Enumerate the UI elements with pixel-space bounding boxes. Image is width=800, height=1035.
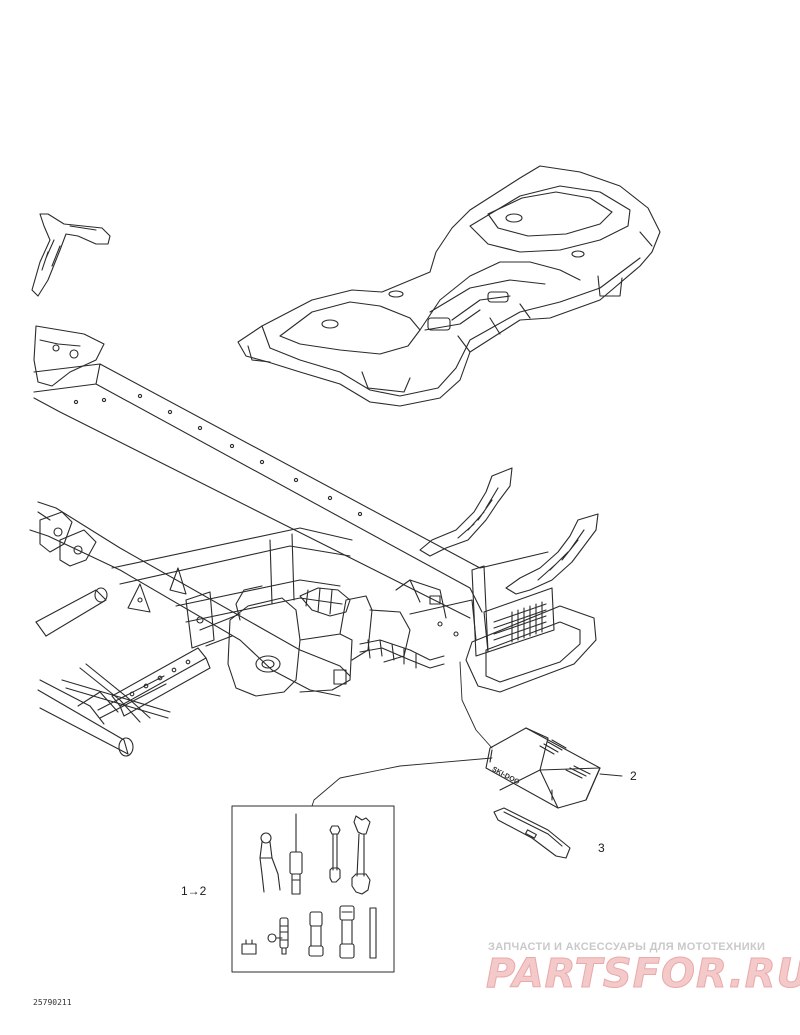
socket-short-icon xyxy=(308,911,324,957)
slotted-mounting-strip xyxy=(39,647,211,725)
pliers-icon xyxy=(259,832,281,893)
callout-item-2: 2 xyxy=(630,769,637,783)
screwdriver-icon xyxy=(289,813,303,895)
socket-long-icon xyxy=(339,905,355,959)
tool-bag xyxy=(485,727,601,809)
rear-suspension-arms xyxy=(299,467,599,669)
rear-rack-fender xyxy=(237,165,661,407)
wrench-small-icon xyxy=(329,825,341,883)
leader-lines xyxy=(311,661,623,807)
tool-handle xyxy=(493,807,571,859)
left-frame-bracket xyxy=(33,325,105,387)
main-frame xyxy=(29,363,549,757)
watermark-logo: PARTSFOR.RU xyxy=(485,951,800,998)
left-upper-bracket xyxy=(31,213,111,297)
fuse-icon xyxy=(241,939,257,955)
leader-line-bag-to-kit xyxy=(311,757,493,807)
leader-line-toolkit xyxy=(459,661,493,749)
extension-rod-icon xyxy=(369,907,377,959)
rear-hitch-assembly xyxy=(409,565,597,693)
tool-kit-panel xyxy=(231,805,395,973)
spark-plug-icon xyxy=(267,917,289,955)
center-frame-cluster xyxy=(185,579,447,697)
leader-line-item-2 xyxy=(599,773,623,777)
callout-item-3: 3 xyxy=(598,841,605,855)
wrench-large-icon xyxy=(351,815,371,895)
callout-item-kit: 1→2 xyxy=(181,884,207,898)
drawing-code: 25790211 xyxy=(33,998,72,1007)
watermark-tagline: ЗАПЧАСТИ И АКСЕССУАРЫ ДЛЯ МОТОТЕХНИКИ xyxy=(488,941,766,953)
